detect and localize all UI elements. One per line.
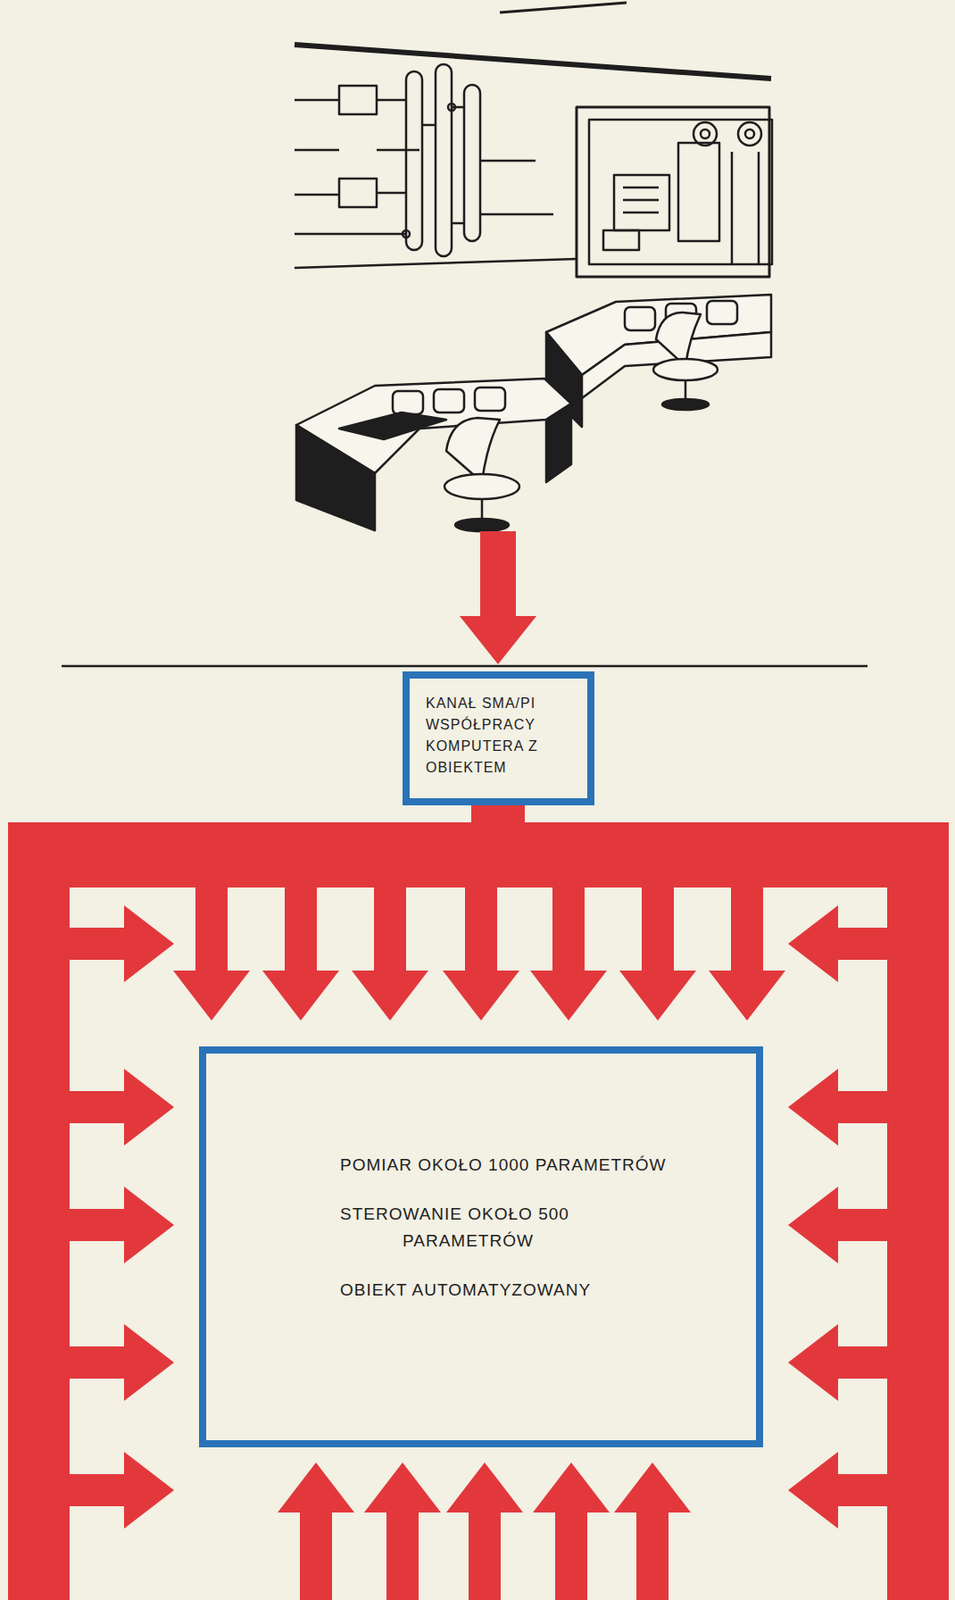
inward-arrows (66, 883, 891, 1600)
arrow-head (442, 970, 520, 1021)
inward-arrow (788, 1451, 891, 1528)
inward-arrow (614, 1461, 691, 1600)
inward-arrow (351, 883, 429, 1021)
inward-arrow (66, 1186, 175, 1263)
signal-arrow-shaft (481, 801, 499, 972)
inward-arrow (66, 1323, 175, 1401)
box-text: STEROWANIE OKOŁO 500 PARAMETRÓW (340, 1200, 671, 1254)
inward-arrow (532, 1461, 610, 1600)
inward-arrow (788, 1068, 891, 1146)
box-text: POMIAR OKOŁO 1000 PARAMETRÓW (340, 1151, 671, 1178)
box-text: KANAŁ SMA/PI WSPÓŁPRACY KOMPUTERA Z OBIE… (425, 692, 560, 779)
inward-arrow (708, 883, 786, 1021)
inward-arrow (788, 1323, 891, 1401)
downward-arrow (459, 531, 537, 665)
inward-arrow (173, 883, 250, 1021)
inward-arrow (277, 1461, 355, 1600)
inward-arrow (446, 1461, 524, 1600)
object-box: POMIAR OKOŁO 1000 PARAMETRÓW STEROWANIE O… (199, 1046, 764, 1447)
inward-arrow (66, 905, 175, 982)
signal-arrow (442, 801, 520, 1021)
box-text: OBIEKT AUTOMATYZOWANY (340, 1276, 739, 1303)
divider-line (61, 664, 868, 668)
inward-arrow (262, 883, 340, 1021)
inward-arrow (788, 1186, 891, 1263)
inward-arrow (66, 1451, 175, 1528)
inward-arrow (788, 905, 891, 982)
channel-box: KANAŁ SMA/PI WSPÓŁPRACY KOMPUTERA Z OBIE… (402, 671, 595, 806)
control-room-drawing (294, 2, 773, 532)
inward-arrow (530, 883, 607, 1021)
inward-arrow (66, 1068, 175, 1146)
inward-arrow (364, 1461, 441, 1600)
inward-arrow (619, 883, 697, 1021)
